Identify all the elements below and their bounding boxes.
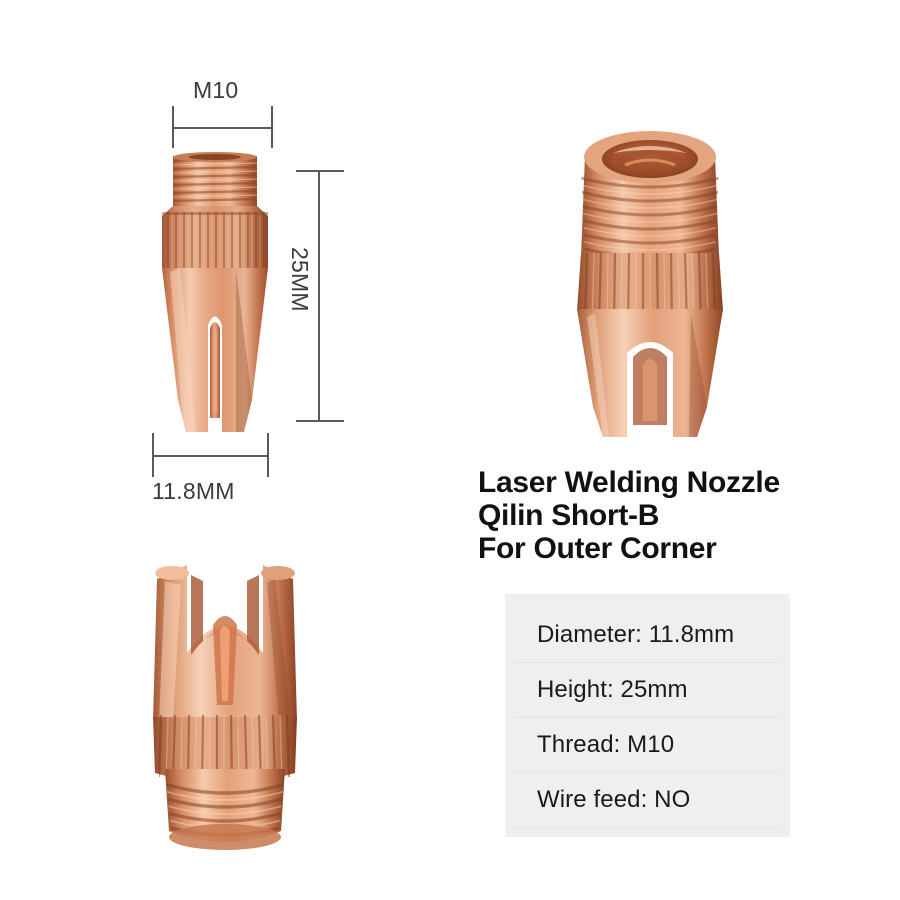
height-dimension-label: 25MM [287, 247, 313, 312]
diameter-dimension-tick-left [152, 433, 154, 477]
knurled-collar [577, 253, 723, 322]
height-dimension-bar [318, 170, 320, 422]
bore-opening [584, 131, 716, 183]
diameter-dimension-tick-right [267, 433, 269, 477]
nozzle-body-fork [577, 309, 723, 437]
nozzle-top-view [555, 125, 745, 445]
spec-text-thread: Thread: M10 [537, 731, 675, 758]
product-title-line-1: Laser Welding Nozzle [478, 466, 780, 499]
nozzle-body-fork [153, 565, 297, 721]
nozzle-body-fork [162, 268, 268, 432]
knurled-collar [162, 206, 268, 270]
spec-text-height: Height: 25mm [537, 676, 688, 703]
specifications-box: Diameter: 11.8mm Height: 25mm Thread: M1… [505, 594, 790, 837]
thread-dimension-tick-right [271, 106, 273, 148]
spec-text-wire-feed: Wire feed: NO [537, 786, 691, 813]
spec-row-wire-feed: Wire feed: NO [515, 773, 780, 828]
spec-row-height: Height: 25mm [515, 663, 780, 718]
nozzle-front-view [140, 150, 290, 440]
thread-dimension-bar [172, 127, 273, 129]
product-title-line-3: For Outer Corner [478, 532, 717, 565]
thread-section [173, 152, 257, 208]
diameter-dimension-bar [152, 455, 269, 457]
nozzle-inverted-view [125, 545, 325, 855]
product-title: Laser Welding Nozzle Qilin Short-B For O… [478, 466, 878, 565]
height-dimension-tick-top [296, 170, 344, 172]
diameter-dimension-label: 11.8MM [152, 478, 235, 504]
product-title-line-2: Qilin Short-B [478, 499, 660, 532]
spec-text-diameter: Diameter: 11.8mm [537, 621, 735, 648]
spec-row-diameter: Diameter: 11.8mm [515, 608, 780, 663]
spec-row-thread: Thread: M10 [515, 718, 780, 773]
thread-dimension-tick-left [172, 106, 174, 148]
height-dimension-tick-bottom [296, 420, 344, 422]
thread-size-dimension-label: M10 [193, 77, 239, 103]
thread-section [165, 769, 285, 850]
